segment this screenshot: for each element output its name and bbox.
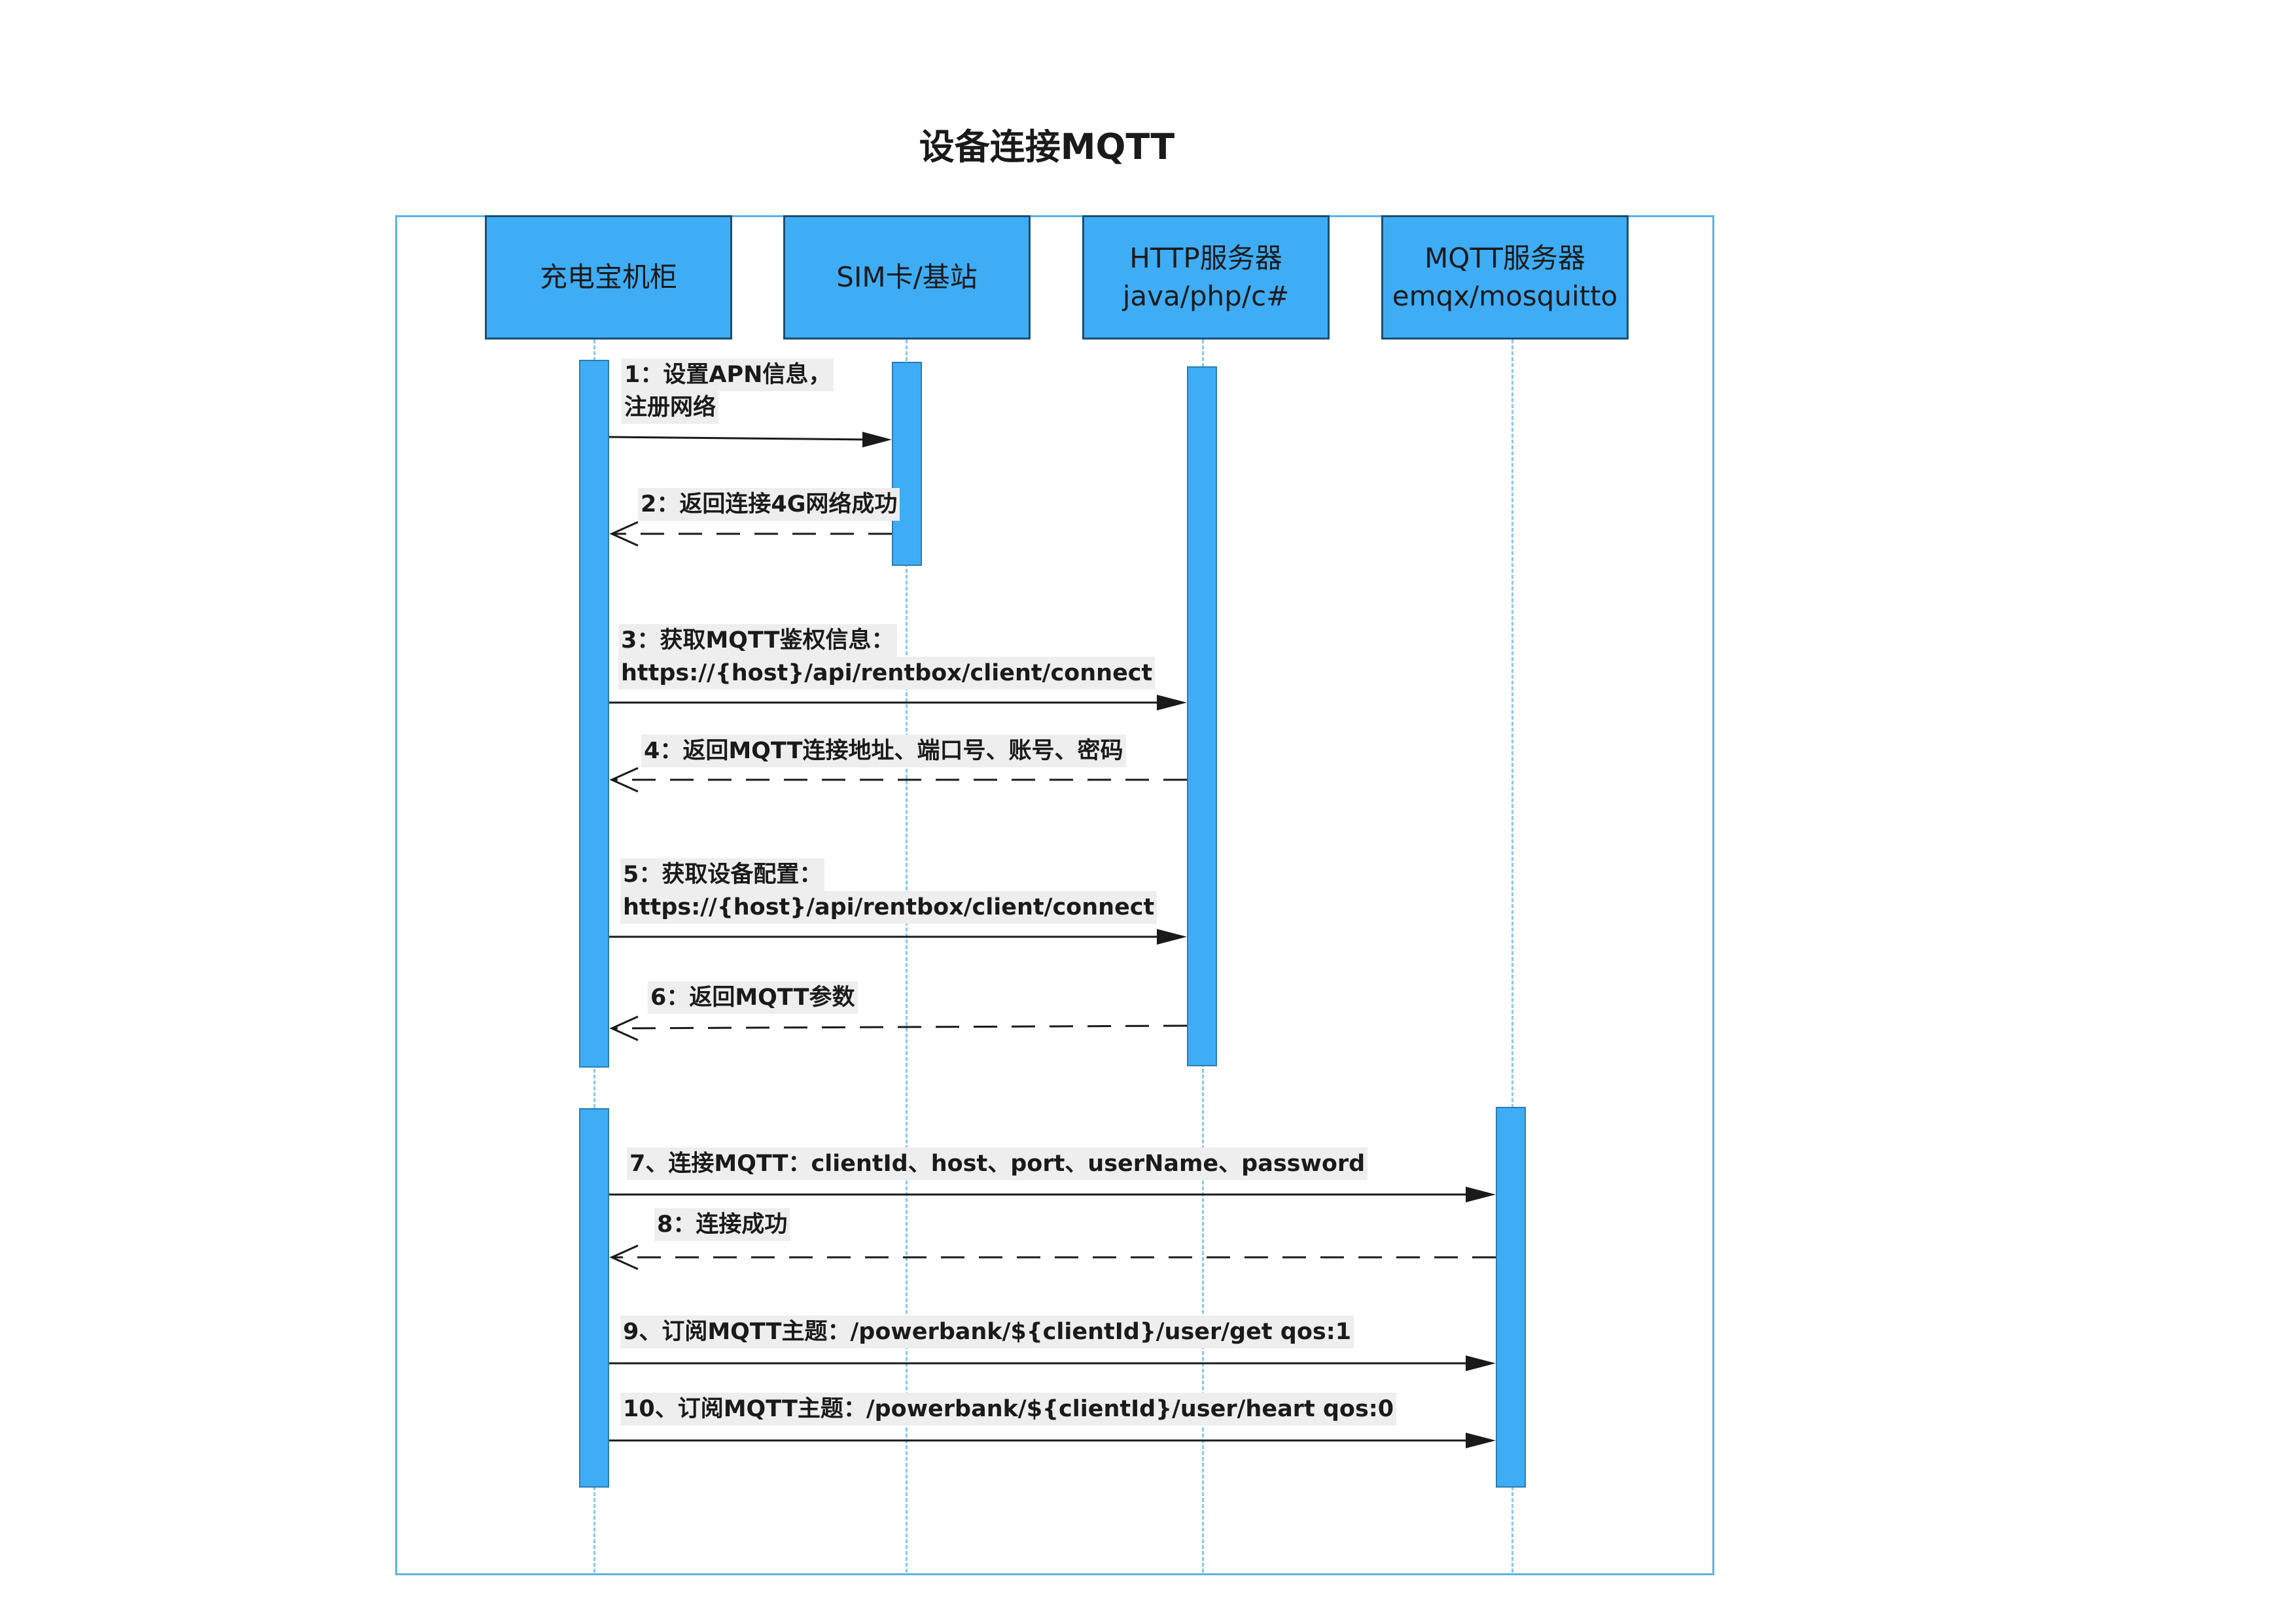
- arrow-msg-5: [609, 929, 1187, 945]
- message-label-line: https://{host}/api/rentbox/client/connec…: [618, 657, 1156, 689]
- message-label-6: 6：返回MQTT参数: [648, 981, 858, 1014]
- lifeline-sim-base-station: [906, 340, 908, 1573]
- arrow-msg-9: [609, 1355, 1496, 1371]
- participant-label: SIM卡/基站: [836, 261, 978, 293]
- diagram-title: 设备连接MQTT: [919, 126, 1175, 167]
- message-label-line: 9、订阅MQTT主题：/powerbank/${clientId}/user/g…: [620, 1316, 1354, 1348]
- message-label-line: 5：获取设备配置：: [620, 858, 825, 891]
- arrow-msg-8: [609, 1244, 1496, 1270]
- message-label-line: 3：获取MQTT鉴权信息：: [618, 624, 897, 657]
- message-label-line: 1：设置APN信息，: [622, 358, 834, 391]
- participant-mqtt-server: MQTT服务器 emqx/mosquitto: [1381, 215, 1629, 340]
- activation-mqtt: [1496, 1107, 1526, 1488]
- arrow-msg-2: [609, 521, 892, 547]
- message-label-9: 9、订阅MQTT主题：/powerbank/${clientId}/user/g…: [620, 1316, 1354, 1348]
- arrow-msg-4: [609, 767, 1187, 793]
- message-label-line: https://{host}/api/rentbox/client/connec…: [620, 891, 1157, 924]
- arrow-msg-10: [609, 1433, 1496, 1448]
- participant-sublabel: java/php/c#: [1122, 280, 1290, 312]
- message-label-line: 6：返回MQTT参数: [648, 981, 858, 1014]
- message-label-line: 8：连接成功: [654, 1208, 790, 1241]
- diagram-frame: [395, 215, 1714, 1575]
- message-label-line: 7、连接MQTT：clientId、host、port、userName、pas…: [627, 1147, 1368, 1180]
- arrow-msg-7: [609, 1187, 1496, 1202]
- message-label-line: 4：返回MQTT连接地址、端口号、账号、密码: [641, 735, 1126, 767]
- arrow-msg-3: [609, 695, 1187, 710]
- activation-cabinet-2: [579, 1108, 609, 1488]
- arrow-msg-1: [609, 432, 892, 447]
- message-label-3: 3：获取MQTT鉴权信息： https://{host}/api/rentbox…: [618, 624, 1156, 689]
- message-label-line: 注册网络: [622, 391, 719, 424]
- activation-cabinet-1: [579, 360, 609, 1068]
- message-label-1: 1：设置APN信息， 注册网络: [622, 358, 834, 424]
- participant-http-server: HTTP服务器 java/php/c#: [1082, 215, 1330, 340]
- participant-label: MQTT服务器: [1424, 242, 1585, 274]
- activation-http: [1187, 366, 1217, 1066]
- participant-sim-base-station: SIM卡/基站: [783, 215, 1031, 340]
- participant-label: HTTP服务器: [1129, 242, 1282, 274]
- participant-sublabel: emqx/mosquitto: [1392, 280, 1618, 312]
- participant-charging-cabinet: 充电宝机柜: [485, 215, 732, 340]
- message-label-4: 4：返回MQTT连接地址、端口号、账号、密码: [641, 735, 1126, 767]
- activation-sim: [892, 362, 922, 566]
- message-label-7: 7、连接MQTT：clientId、host、port、userName、pas…: [627, 1147, 1368, 1180]
- message-label-8: 8：连接成功: [654, 1208, 790, 1241]
- message-label-line: 2：返回连接4G网络成功: [638, 488, 900, 521]
- arrow-msg-6: [609, 1015, 1188, 1041]
- participant-label: 充电宝机柜: [539, 261, 677, 293]
- message-label-line: 10、订阅MQTT主题：/powerbank/${clientId}/user/…: [620, 1393, 1397, 1425]
- lifeline-mqtt-server: [1511, 340, 1513, 1573]
- message-label-10: 10、订阅MQTT主题：/powerbank/${clientId}/user/…: [620, 1393, 1397, 1425]
- message-label-5: 5：获取设备配置： https://{host}/api/rentbox/cli…: [620, 858, 1157, 924]
- message-label-2: 2：返回连接4G网络成功: [638, 488, 900, 521]
